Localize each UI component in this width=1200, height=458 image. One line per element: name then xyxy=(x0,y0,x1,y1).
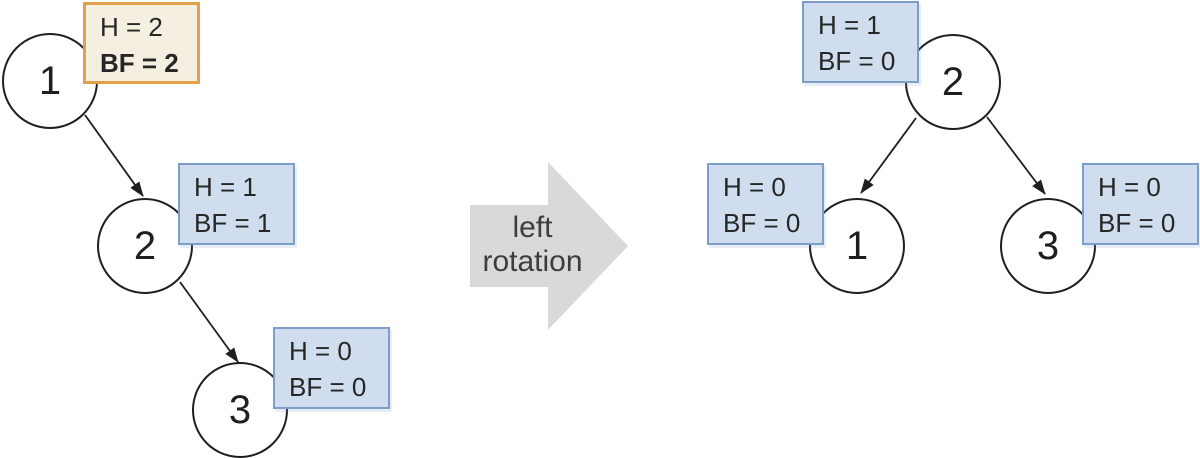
badge-after-node-1: H = 0 BF = 0 xyxy=(707,163,824,245)
balance-factor-label: BF = 2 xyxy=(100,48,179,78)
height-label: H = 2 xyxy=(100,12,163,42)
badge-before-node-1-highlighted: H = 2 BF = 2 xyxy=(83,2,200,84)
balance-factor-label: BF = 0 xyxy=(289,372,367,402)
badge-before-node-2: H = 1 BF = 1 xyxy=(178,163,295,245)
height-label: H = 1 xyxy=(818,10,881,40)
height-label: H = 0 xyxy=(1098,172,1161,202)
edge-before-2-to-3 xyxy=(179,281,239,363)
badge-after-node-2: H = 1 BF = 0 xyxy=(802,1,919,83)
edge-before-1-to-2 xyxy=(84,114,144,197)
left-rotation-block-arrow-icon xyxy=(470,162,628,330)
balance-factor-label: BF = 0 xyxy=(818,46,896,76)
after-node-3: 3 xyxy=(1000,198,1096,294)
before-node-3: 3 xyxy=(192,362,288,458)
before-node-1: 1 xyxy=(2,33,98,129)
balance-factor-label: BF = 0 xyxy=(1098,208,1176,238)
rotation-arrow-label: left rotation xyxy=(460,202,605,288)
after-node-2: 2 xyxy=(905,34,1001,130)
badge-after-node-3: H = 0 BF = 0 xyxy=(1082,163,1199,245)
badge-before-node-3: H = 0 BF = 0 xyxy=(273,327,390,409)
rotation-arrow-label-text: left rotation xyxy=(482,211,583,278)
after-node-1: 1 xyxy=(809,198,905,294)
height-label: H = 0 xyxy=(723,172,786,202)
before-node-2: 2 xyxy=(97,198,193,294)
edge-after-2-to-1 xyxy=(860,117,917,194)
edge-after-2-to-3 xyxy=(986,116,1046,195)
height-label: H = 0 xyxy=(289,336,352,366)
balance-factor-label: BF = 1 xyxy=(194,208,272,238)
height-label: H = 1 xyxy=(194,172,257,202)
balance-factor-label: BF = 0 xyxy=(723,208,801,238)
